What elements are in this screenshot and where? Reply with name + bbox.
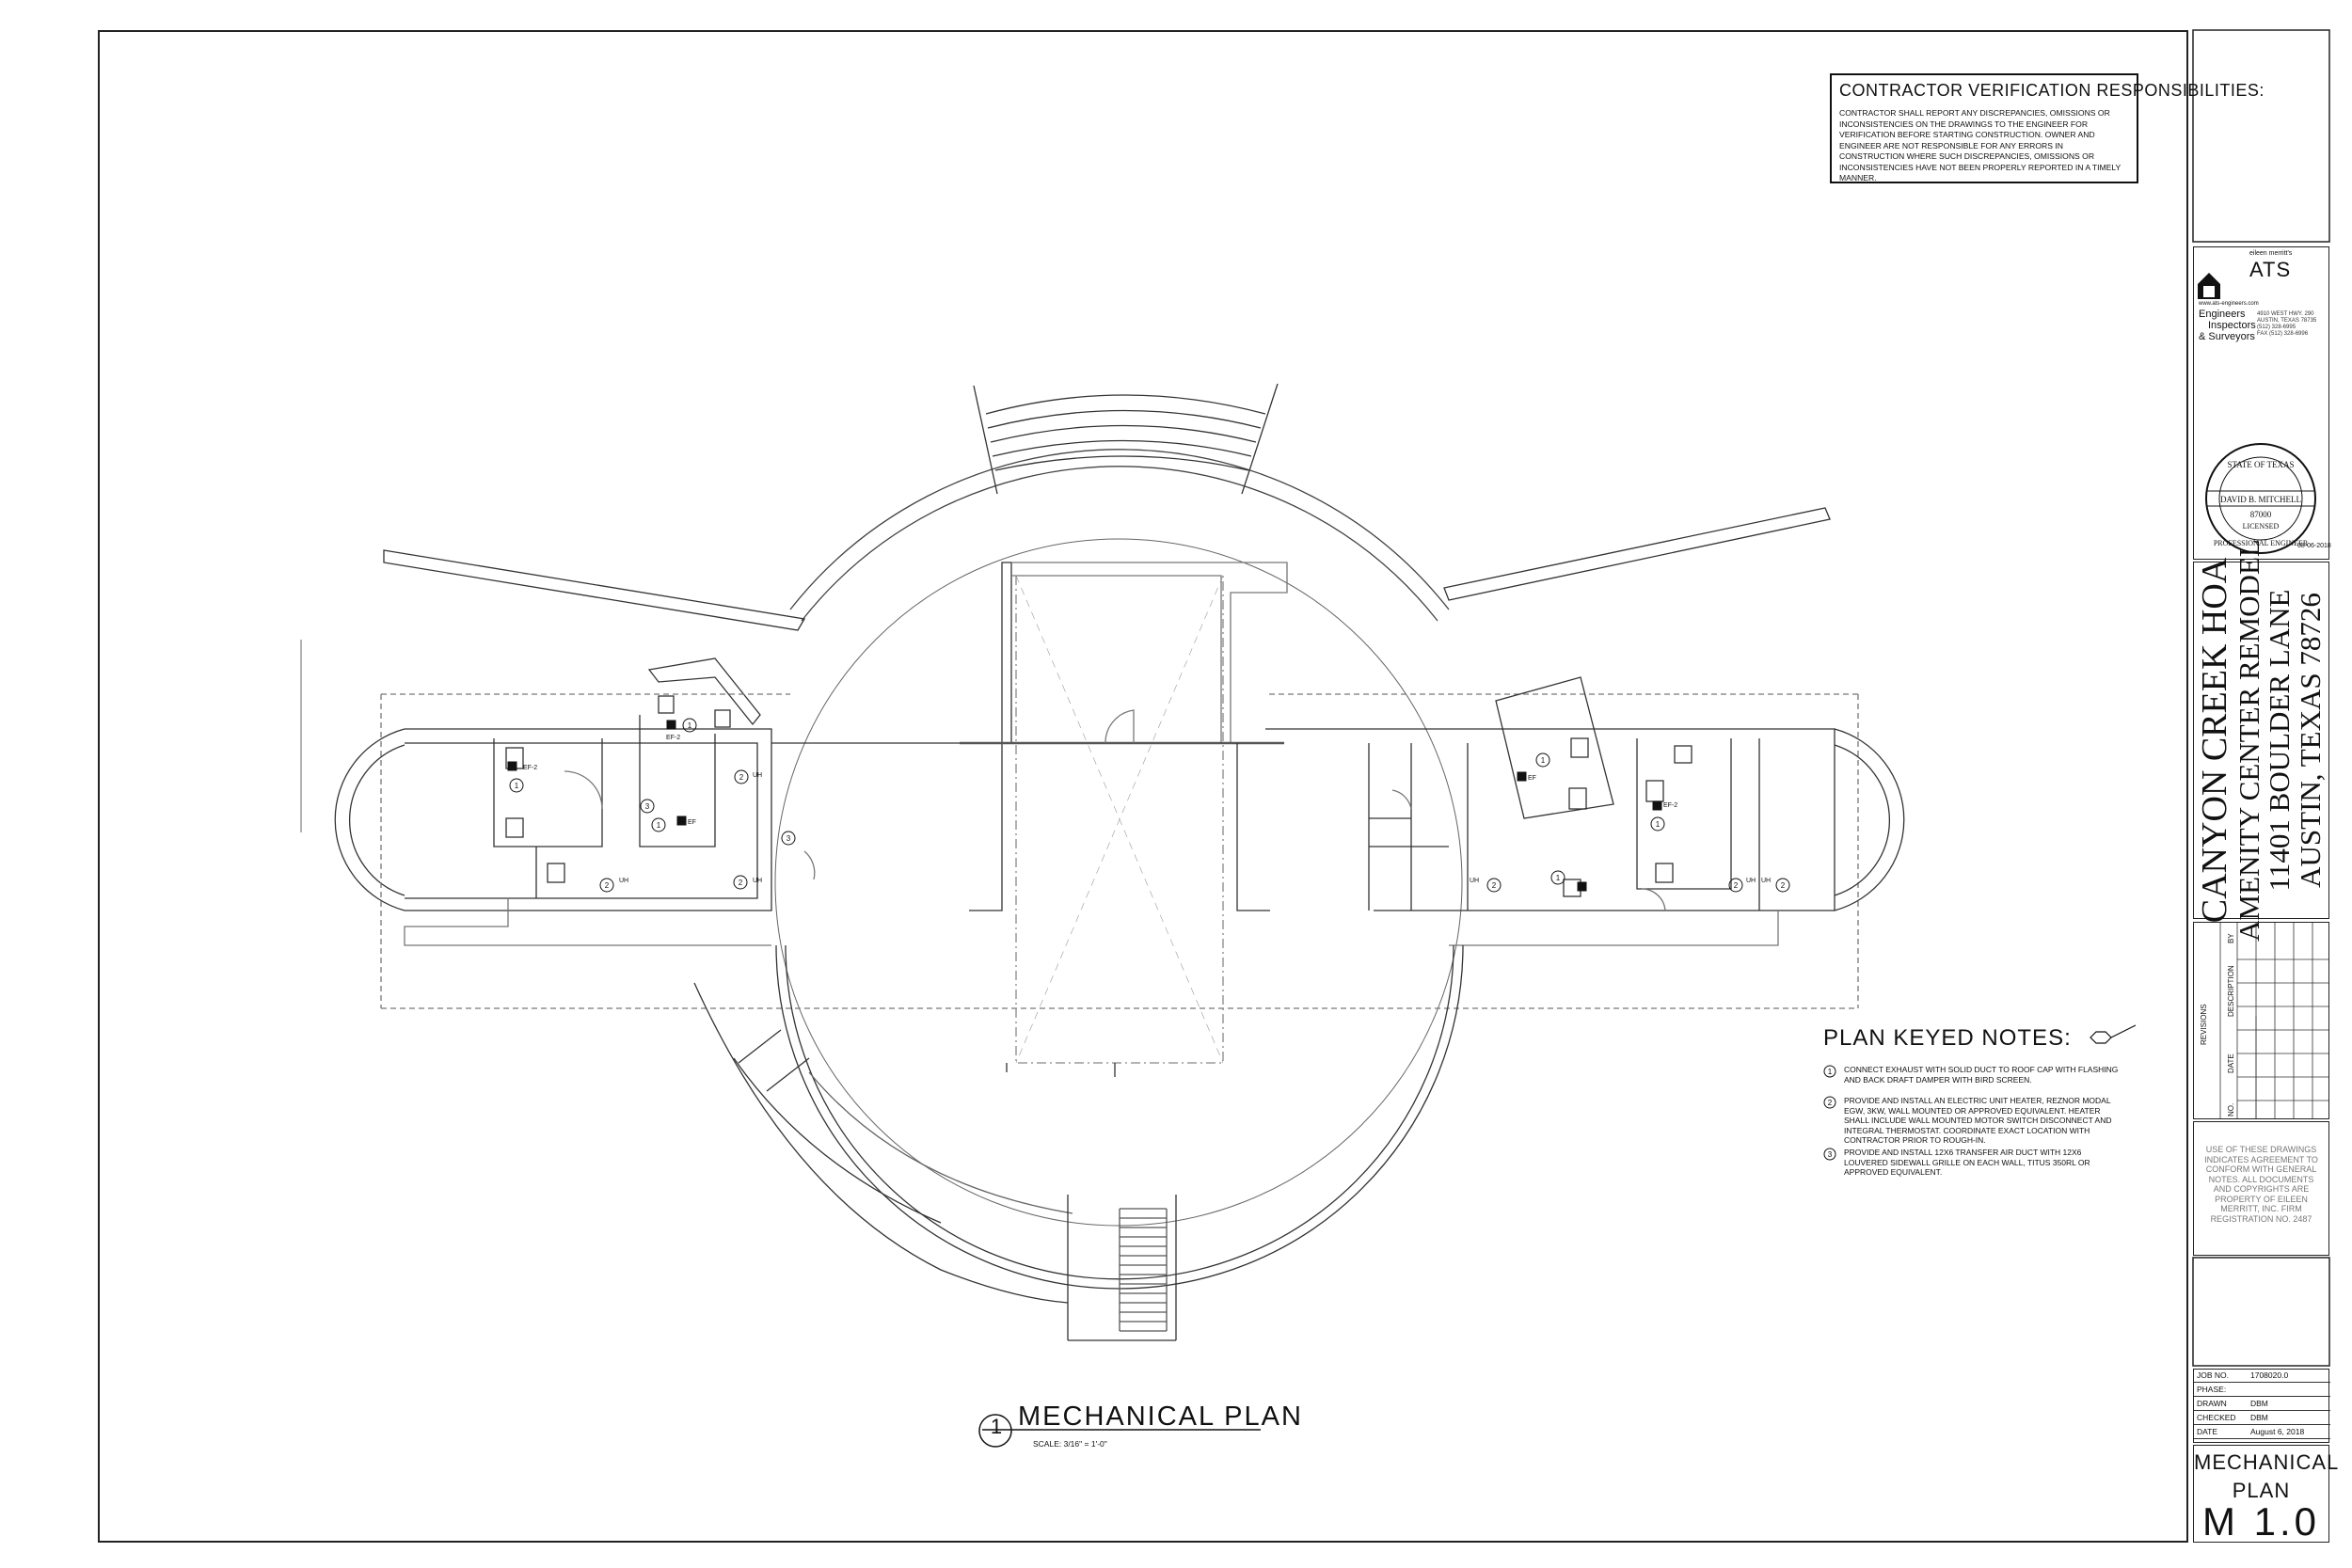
- phase-row: PHASE:: [2194, 1384, 2330, 1397]
- sheet-number: M 1.0: [2201, 1499, 2321, 1544]
- firm-logo-text: ATS: [2249, 258, 2292, 281]
- firm-address-1: 4910 WEST HWY. 290: [2257, 311, 2314, 317]
- revisions-col-date: DATE: [2227, 1053, 2235, 1073]
- svg-text:1: 1: [688, 721, 692, 730]
- svg-text:3: 3: [787, 834, 791, 843]
- svg-text:1: 1: [1656, 820, 1661, 829]
- svg-text:EF-2: EF-2: [1663, 802, 1677, 809]
- contractor-verification-box: CONTRACTOR VERIFICATION RESPONSIBILITIES…: [1830, 73, 2265, 183]
- svg-text:UH: UH: [1470, 878, 1479, 884]
- firm-phone: (512) 328-6995: [2257, 325, 2296, 330]
- svg-text:87000: 87000: [2250, 510, 2272, 519]
- drawing-scale: SCALE: 3/16" = 1'-0": [1033, 1439, 1107, 1449]
- keyed-note-3: PROVIDE AND INSTALL 12x6 TRANSFER AIR DU…: [1844, 1148, 2090, 1177]
- revisions-col-description: DESCRIPTION: [2227, 965, 2235, 1017]
- firm-line-surveyors: & Surveyors: [2199, 331, 2255, 342]
- svg-text:1: 1: [1541, 756, 1546, 765]
- firm-logo-block: eileen merritt's ATS www.ats-engineers.c…: [2193, 246, 2329, 350]
- firm-owner: eileen merritt's: [2249, 250, 2293, 257]
- svg-text:EF-2: EF-2: [523, 765, 537, 771]
- note-2-tag-icon: 2: [1823, 1096, 1836, 1109]
- checked-row: CHECKED DBM: [2194, 1412, 2330, 1425]
- sheet-title-block: MECHANICAL PLAN M 1.0: [2193, 1445, 2340, 1544]
- svg-text:EF-2: EF-2: [666, 735, 680, 741]
- keyed-note-1: CONNECT EXHAUST WITH SOLID DUCT TO ROOF …: [1844, 1065, 2119, 1085]
- drawing-number: 1: [990, 1415, 1003, 1438]
- firm-line-engineers: Engineers: [2199, 309, 2246, 320]
- firm-line-inspectors: Inspectors: [2208, 320, 2256, 331]
- svg-text:2: 2: [739, 773, 744, 782]
- keyed-notes-list: 1 CONNECT EXHAUST WITH SOLID DUCT TO ROO…: [1823, 1063, 2134, 1185]
- svg-text:EF: EF: [688, 819, 696, 826]
- revisions-block: REVISIONS NO. DATE DESCRIPTION BY: [2193, 922, 2329, 1119]
- svg-text:1: 1: [657, 821, 661, 830]
- project-title-block: CANYON CREEK HOA AMENITY CENTER REMODEL …: [2193, 539, 2329, 942]
- svg-text:2: 2: [1492, 881, 1497, 890]
- svg-text:UH: UH: [753, 878, 762, 884]
- svg-text:PROFESSIONAL ENGINEER: PROFESSIONAL ENGINEER: [2214, 539, 2309, 547]
- svg-text:UH: UH: [1746, 878, 1756, 884]
- sheet-title-line2: PLAN: [2232, 1479, 2291, 1502]
- project-title-rotated: CANYON CREEK HOA AMENITY CENTER REMODEL …: [2194, 539, 2327, 942]
- use-of-drawings-notice: USE OF THESE DRAWINGS INDICATES AGREEMEN…: [2193, 1121, 2329, 1256]
- firm-fax: FAX (512) 328-6996: [2257, 331, 2309, 337]
- svg-text:3: 3: [645, 802, 650, 811]
- svg-text:2: 2: [1828, 1099, 1833, 1107]
- phase-label: PHASE:: [2197, 1385, 2227, 1394]
- svg-text:1: 1: [1556, 874, 1561, 882]
- firm-and-seal-frame: [2193, 246, 2329, 560]
- svg-text:UH: UH: [1761, 878, 1771, 884]
- revisions-col-by: BY: [2227, 933, 2235, 943]
- revisions-heading: REVISIONS: [2200, 1004, 2208, 1045]
- project-name: CANYON CREEK HOA: [2194, 557, 2234, 924]
- contractor-verification-text: CONTRACTOR SHALL REPORT ANY DISCREPANCIE…: [1839, 108, 2122, 182]
- project-description: AMENITY CENTER REMODEL: [2232, 539, 2265, 942]
- date-row: DATE August 6, 2018: [2194, 1426, 2330, 1439]
- sheet-border: [98, 30, 2188, 1543]
- checked-label: CHECKED: [2197, 1413, 2236, 1422]
- seal-name-text: DAVID B. MITCHELL: [2220, 495, 2301, 504]
- note-1-tag-icon: 1: [1823, 1065, 1836, 1078]
- svg-text:2: 2: [739, 879, 743, 887]
- keyed-note-2: PROVIDE AND INSTALL AN ELECTRIC UNIT HEA…: [1844, 1096, 2112, 1145]
- svg-text:UH: UH: [753, 772, 762, 779]
- sheet-title-line1: MECHANICAL: [2194, 1450, 2340, 1474]
- job-no-row: JOB NO. 1708020.0: [2194, 1370, 2330, 1383]
- drawn-value: DBM: [2250, 1399, 2268, 1408]
- svg-text:EF: EF: [1528, 775, 1536, 782]
- date-label: DATE: [2197, 1427, 2218, 1436]
- job-no-value: 1708020.0: [2250, 1370, 2289, 1380]
- firm-website: www.ats-engineers.com: [2199, 301, 2259, 307]
- svg-text:1: 1: [1828, 1068, 1833, 1076]
- svg-text:2: 2: [605, 881, 610, 890]
- revisions-col-no: NO.: [2227, 1102, 2235, 1117]
- drawing-title: MECHANICAL PLAN: [1018, 1402, 1303, 1432]
- drawn-label: DRAWN: [2197, 1399, 2227, 1408]
- checked-value: DBM: [2250, 1413, 2268, 1422]
- note-3-tag-icon: 3: [1823, 1148, 1836, 1161]
- svg-text:2: 2: [1734, 881, 1739, 890]
- svg-text:2: 2: [1781, 881, 1786, 890]
- svg-text:3: 3: [1828, 1150, 1833, 1159]
- project-city: AUSTIN, TEXAS 78726: [2293, 593, 2327, 888]
- job-info-block: JOB NO. 1708020.0 PHASE: DRAWN DBM CHECK…: [2193, 1369, 2330, 1443]
- seal-date: 08-06-2018: [2297, 543, 2331, 549]
- contractor-verification-title: CONTRACTOR VERIFICATION RESPONSIBILITIES…: [1839, 81, 2265, 100]
- keyed-notes-title: PLAN KEYED NOTES:: [1823, 1025, 2072, 1051]
- svg-text:UH: UH: [619, 878, 628, 884]
- plan-keyed-notes: PLAN KEYED NOTES:: [1823, 1025, 2134, 1052]
- job-no-label: JOB NO.: [2197, 1370, 2230, 1380]
- project-street: 11401 BOULDER LANE: [2263, 589, 2296, 892]
- svg-text:1: 1: [515, 782, 519, 790]
- svg-text:LICENSED: LICENSED: [2243, 522, 2280, 531]
- firm-address-2: AUSTIN, TEXAS 78735: [2257, 318, 2317, 324]
- drawn-row: DRAWN DBM: [2194, 1398, 2330, 1411]
- svg-text:STATE OF TEXAS: STATE OF TEXAS: [2227, 460, 2294, 469]
- date-value: August 6, 2018: [2250, 1427, 2305, 1436]
